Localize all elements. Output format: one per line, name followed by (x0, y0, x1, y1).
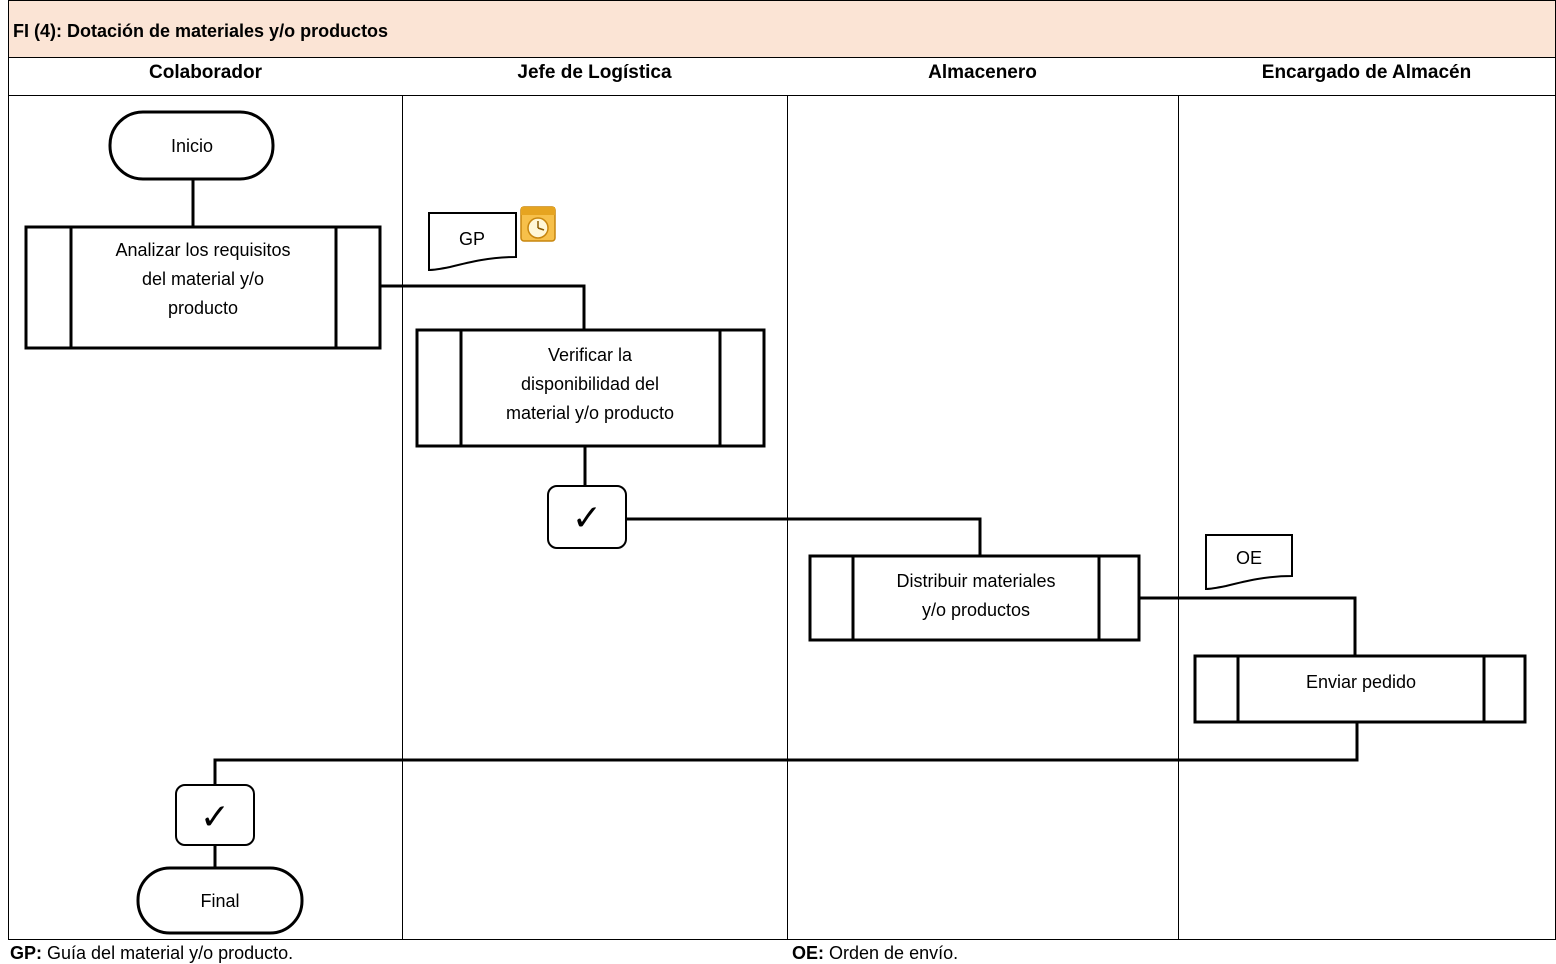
document-oe: OE (1205, 534, 1293, 591)
table-bottom-border (8, 939, 1556, 940)
process-enviar: Enviar pedido (1193, 654, 1527, 724)
document-oe-label: OE (1236, 548, 1262, 568)
document-gp: GP (428, 212, 517, 272)
lane-header-almacenero: Almacenero (787, 58, 1179, 96)
connector-analizar-verificar (380, 284, 586, 330)
process-analizar-label-3: producto (168, 298, 238, 318)
document-gp-label: GP (459, 229, 485, 249)
diagram-title-bar: FI (4): Dotación de materiales y/o produ… (8, 0, 1556, 58)
start-terminator: Inicio (108, 110, 275, 181)
check-mark-1: ✓ (572, 498, 602, 539)
calendar-clock-icon (520, 206, 556, 242)
process-verificar-label-2: disponibilidad del (521, 374, 659, 394)
connector-distribuir-enviar (1139, 596, 1357, 656)
process-verificar-label-3: material y/o producto (506, 403, 674, 423)
legend-gp: GP: Guía del material y/o producto. (10, 943, 293, 964)
lane-colaborador (8, 96, 403, 940)
lane-header-encargado-almacen: Encargado de Almacén (1178, 58, 1556, 96)
connector-check-distribuir (626, 517, 982, 556)
end-terminator: Final (136, 866, 304, 935)
process-analizar: Analizar los requisitos del material y/o… (24, 225, 382, 350)
legend-oe: OE: Orden de envío. (792, 943, 958, 964)
legend-gp-text: Guía del material y/o producto. (42, 943, 294, 963)
check-mark-2: ✓ (200, 797, 230, 838)
legend-oe-text: Orden de envío. (824, 943, 959, 963)
legend-oe-key: OE: (792, 943, 825, 963)
process-verificar: Verificar la disponibilidad del material… (415, 328, 766, 448)
process-verificar-label-1: Verificar la (548, 345, 633, 365)
check-node-2: ✓ (175, 784, 255, 846)
lane-header-colaborador: Colaborador (8, 58, 403, 96)
lane-header-jefe-logistica: Jefe de Logística (402, 58, 788, 96)
check-node-1: ✓ (547, 485, 627, 549)
start-label: Inicio (171, 136, 213, 156)
end-label: Final (200, 891, 239, 911)
diagram-title: FI (4): Dotación de materiales y/o produ… (13, 21, 389, 41)
process-analizar-label-1: Analizar los requisitos (115, 240, 290, 260)
lane-jefe-logistica (402, 96, 788, 940)
connector-enviar-check (213, 722, 1359, 785)
process-distribuir-label-1: Distribuir materiales (896, 571, 1055, 591)
legend-gp-key: GP: (10, 943, 43, 963)
process-enviar-label: Enviar pedido (1306, 672, 1416, 692)
process-analizar-label-2: del material y/o (142, 269, 264, 289)
process-distribuir: Distribuir materiales y/o productos (808, 554, 1141, 642)
process-distribuir-label-2: y/o productos (922, 600, 1030, 620)
